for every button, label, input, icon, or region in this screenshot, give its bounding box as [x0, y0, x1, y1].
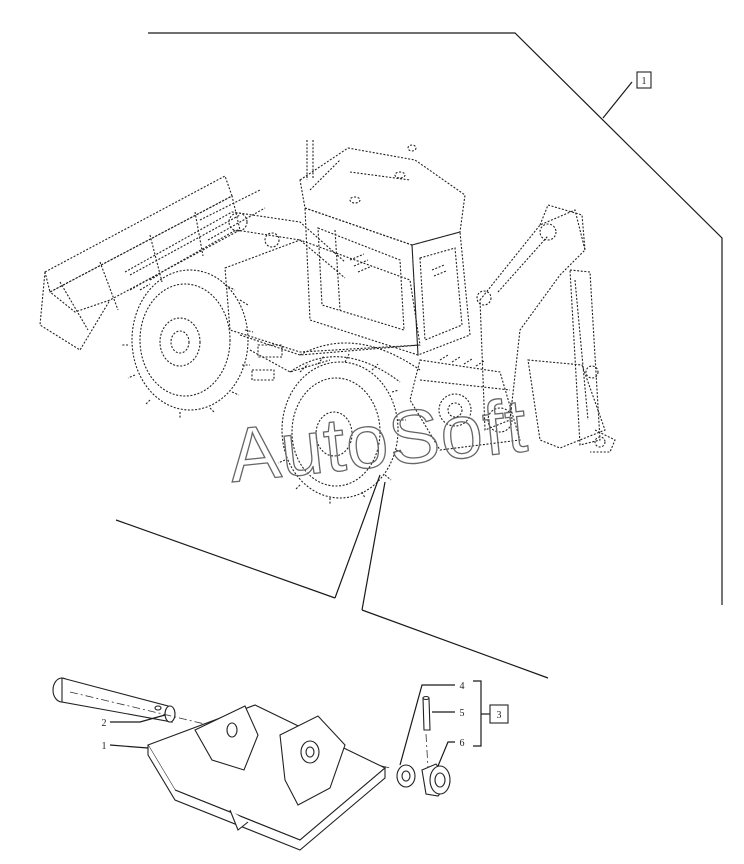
part-pin[interactable]: [52, 677, 391, 769]
watermark-text: AutoSoft: [225, 383, 532, 499]
chassis: [224, 239, 421, 381]
backhoe-boom: [476, 204, 616, 453]
kit-reference-label: 3: [497, 710, 502, 721]
part-bushing[interactable]: [421, 763, 451, 797]
operator-cab: [299, 140, 471, 356]
part-washer[interactable]: [396, 764, 416, 788]
part-bracket-plate[interactable]: [147, 704, 387, 851]
assembly-reference-label: 1: [642, 76, 647, 87]
backhoe-loader-illustration: [39, 140, 616, 505]
part-number-4: 4: [460, 681, 465, 692]
loader-arms: [124, 189, 346, 291]
assembly-leader-lines: [115, 32, 723, 679]
swing-frame: [409, 354, 521, 451]
part-number-6: 6: [460, 738, 465, 749]
front-bucket: [39, 175, 241, 351]
part-number-2: 2: [102, 718, 107, 729]
part-roll-pin[interactable]: [422, 695, 431, 769]
part-leaders: [109, 680, 490, 767]
front-wheel: [121, 269, 254, 418]
part-number-1: 1: [102, 741, 107, 752]
kit-reference-box[interactable]: 3: [489, 704, 509, 724]
part-number-5: 5: [460, 708, 465, 719]
rear-wheel: [277, 342, 421, 505]
assembly-reference-box[interactable]: 1: [636, 71, 652, 89]
